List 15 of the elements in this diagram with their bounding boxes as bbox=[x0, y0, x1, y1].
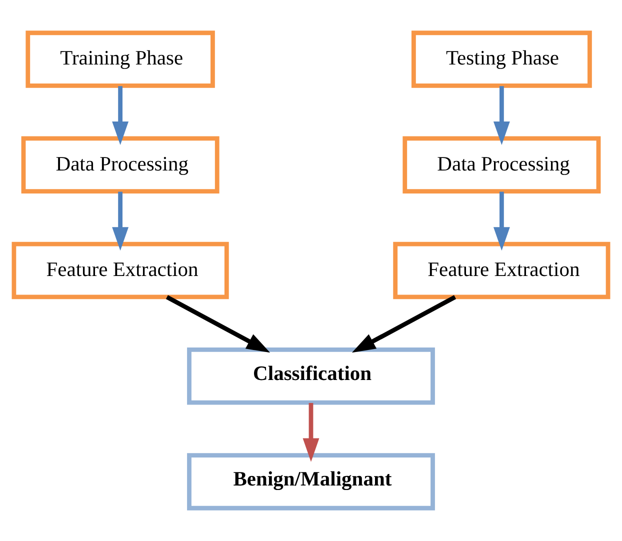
arrow bbox=[302, 402, 320, 462]
arrow bbox=[166, 295, 270, 353]
node-box: Benign/Malignant bbox=[187, 453, 435, 510]
arrow bbox=[112, 86, 129, 145]
node-box: Training Phase bbox=[26, 30, 215, 88]
node-box: Testing Phase bbox=[411, 30, 592, 88]
arrow bbox=[493, 192, 510, 251]
node-box: Data Processing bbox=[402, 136, 601, 194]
arrow bbox=[493, 86, 510, 145]
node-box: Feature Extraction bbox=[393, 242, 610, 300]
node-box: Feature Extraction bbox=[12, 242, 229, 300]
node-box: Data Processing bbox=[21, 136, 220, 194]
arrow bbox=[112, 192, 129, 251]
node-box: Classification bbox=[187, 348, 435, 405]
arrow bbox=[352, 295, 456, 353]
